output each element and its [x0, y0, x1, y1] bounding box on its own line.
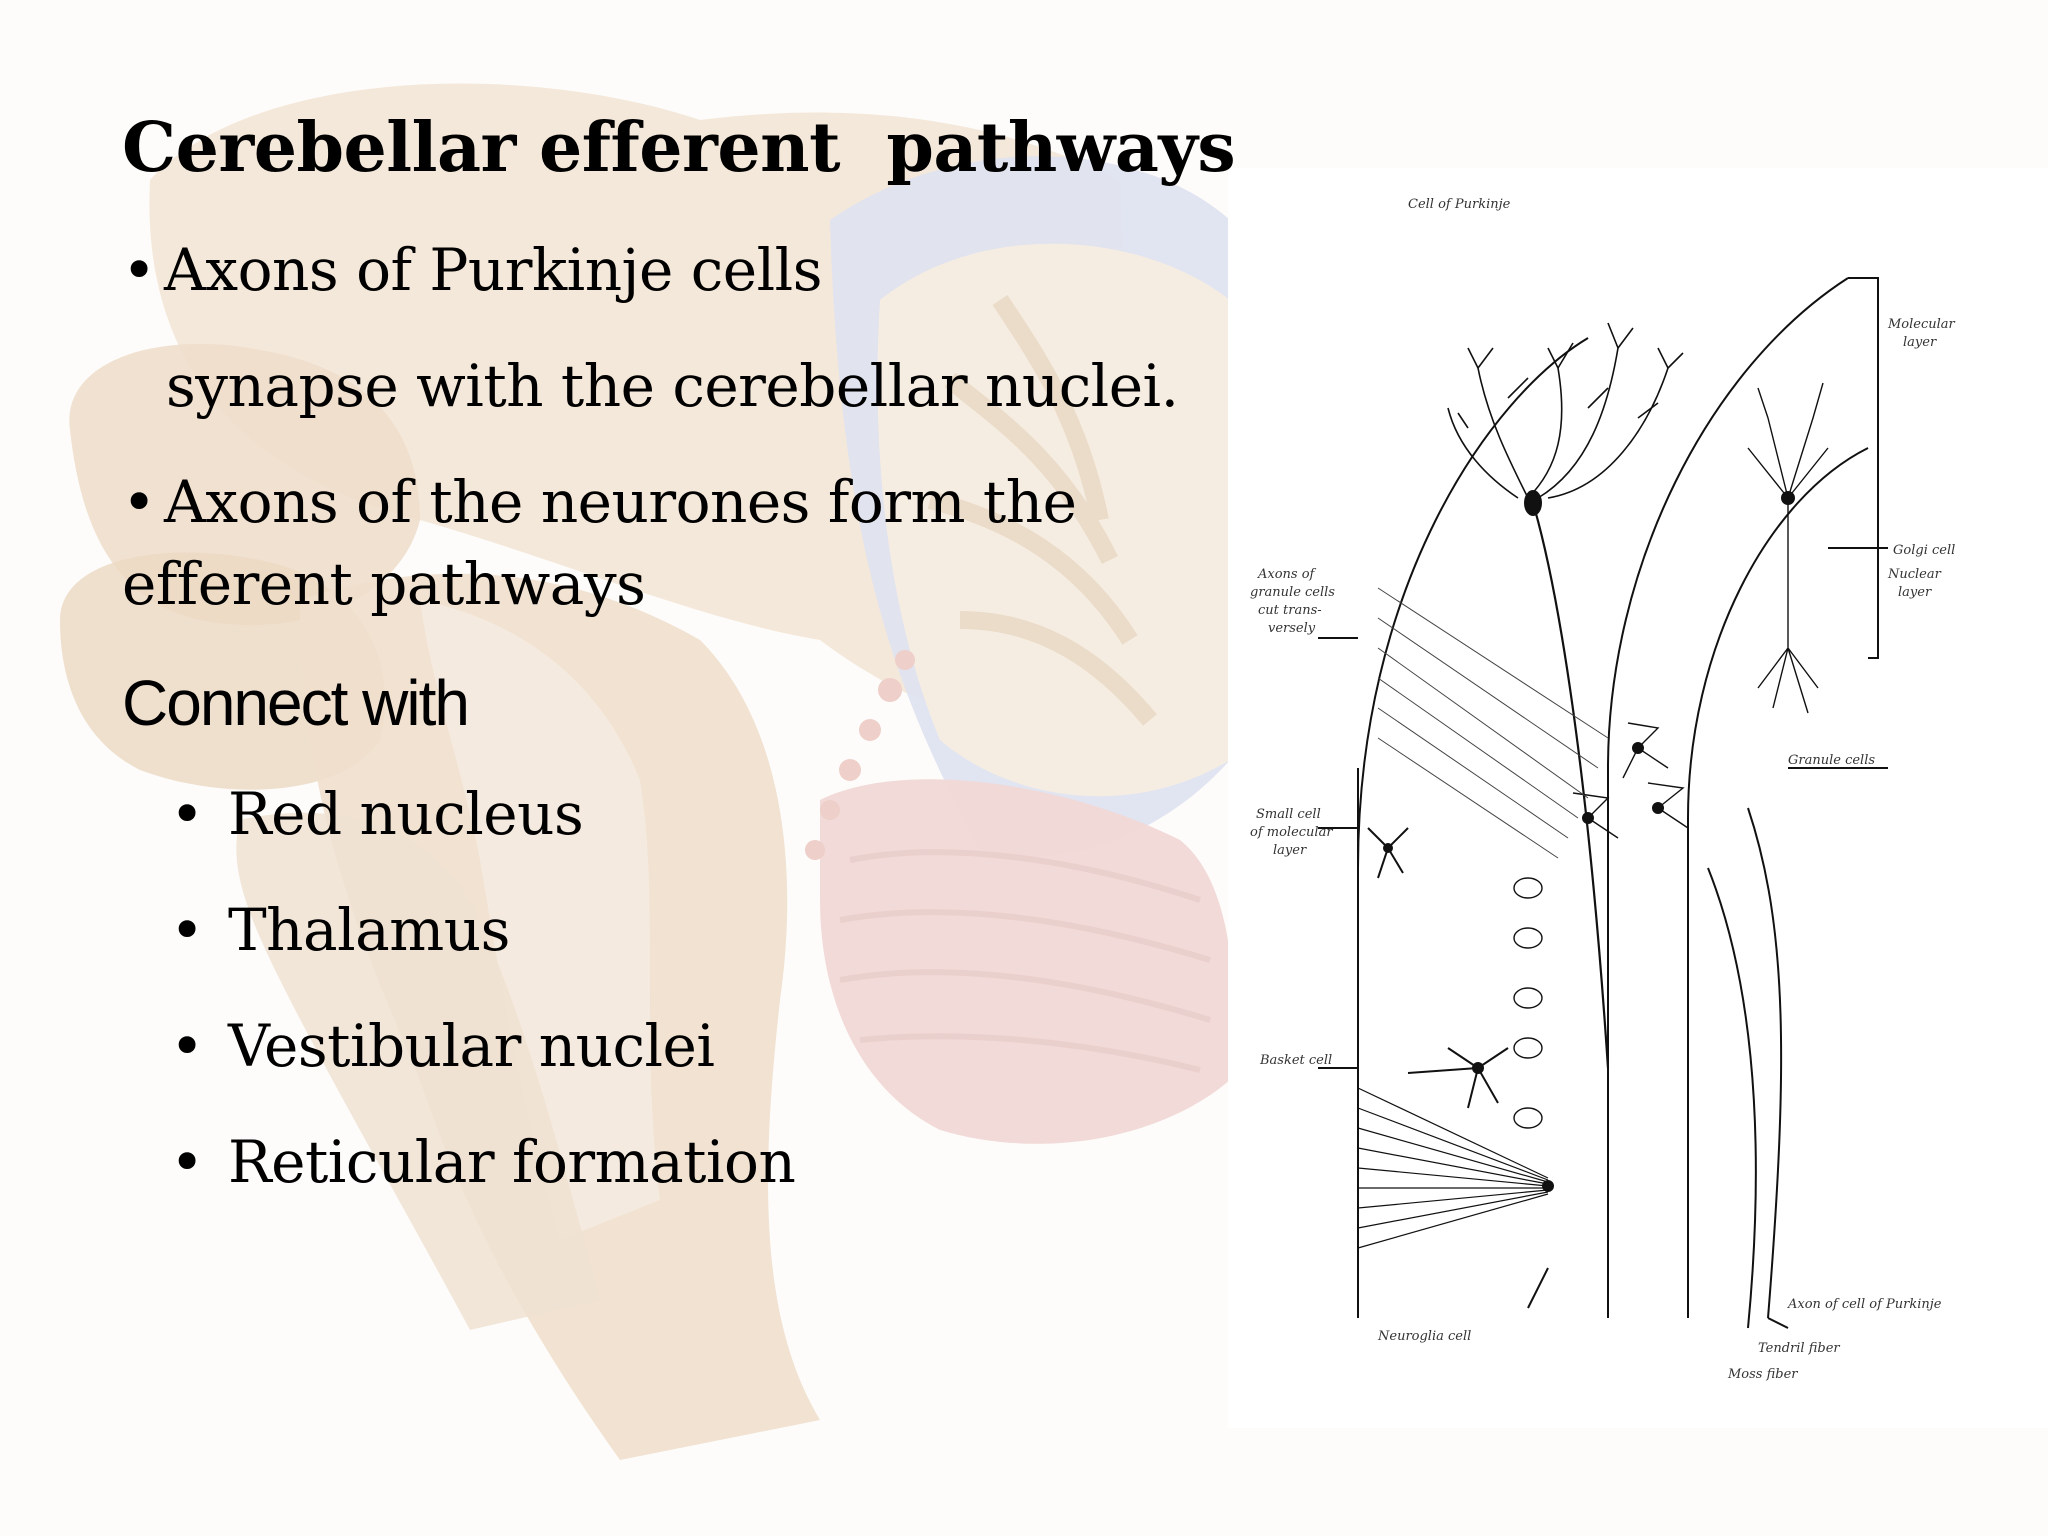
label-nuclear-layer-2: layer [1898, 585, 1932, 600]
label-small-cell-3: layer [1273, 843, 1307, 858]
connection-vestibular-nuclei: Vestibular nuclei [228, 1012, 715, 1080]
bullet-point-1-continuation: synapse with the cerebellar nuclei. [166, 352, 1179, 420]
connection-item: • Reticular formation [170, 1128, 796, 1196]
connection-thalamus: Thalamus [228, 896, 510, 964]
label-axons-granule-1: Axons of [1257, 567, 1317, 582]
bullet-marker: • [170, 1128, 204, 1196]
bullet-marker: • [170, 780, 204, 848]
label-moss-fiber: Moss fiber [1727, 1367, 1798, 1382]
label-axons-granule-2: granule cells [1250, 585, 1335, 600]
bullet-point-1: •Axons of Purkinje cells [122, 236, 822, 304]
label-molecular-layer-1: Molecular [1887, 317, 1956, 332]
connection-item: • Red nucleus [170, 780, 584, 848]
bullet-marker: • [122, 468, 156, 536]
label-granule-cells: Granule cells [1788, 753, 1875, 768]
slide-title: Cerebellar efferent pathways [122, 108, 1236, 188]
bullet-point-2-continuation: efferent pathways [122, 550, 646, 618]
label-small-cell-2: of molecular [1250, 825, 1333, 840]
label-nuclear-layer-1: Nuclear [1887, 567, 1942, 582]
connection-reticular-formation: Reticular formation [228, 1128, 796, 1196]
label-axons-granule-4: versely [1268, 621, 1316, 636]
connection-item: • Vestibular nuclei [170, 1012, 715, 1080]
bullet-point-2: •Axons of the neurones form the [122, 468, 1077, 536]
label-neuroglia-cell: Neuroglia cell [1377, 1329, 1471, 1344]
bullet-marker: • [170, 1012, 204, 1080]
label-molecular-layer-2: layer [1903, 335, 1937, 350]
label-small-cell-1: Small cell [1256, 807, 1321, 822]
bullet-marker: • [170, 896, 204, 964]
histology-drawing: Cell of Purkinje Molecular layer Golgi c… [1250, 197, 1956, 1382]
label-golgi-cell: Golgi cell [1893, 543, 1955, 558]
label-axons-granule-3: cut trans- [1258, 603, 1322, 618]
label-basket-cell: Basket cell [1259, 1053, 1332, 1068]
bullet-marker: • [122, 236, 156, 304]
connection-red-nucleus: Red nucleus [228, 780, 584, 848]
connection-item: • Thalamus [170, 896, 510, 964]
connect-with-heading: Connect with [122, 667, 470, 739]
bullet-point-1-text: Axons of Purkinje cells [164, 236, 822, 304]
label-cell-of-purkinje: Cell of Purkinje [1408, 197, 1511, 212]
purkinje-cell-histology-diagram: Cell of Purkinje Molecular layer Golgi c… [1228, 168, 2048, 1428]
label-axon-purkinje: Axon of cell of Purkinje [1787, 1297, 1942, 1312]
bullet-point-2-text: Axons of the neurones form the [164, 468, 1077, 536]
label-tendril-fiber: Tendril fiber [1758, 1341, 1840, 1356]
